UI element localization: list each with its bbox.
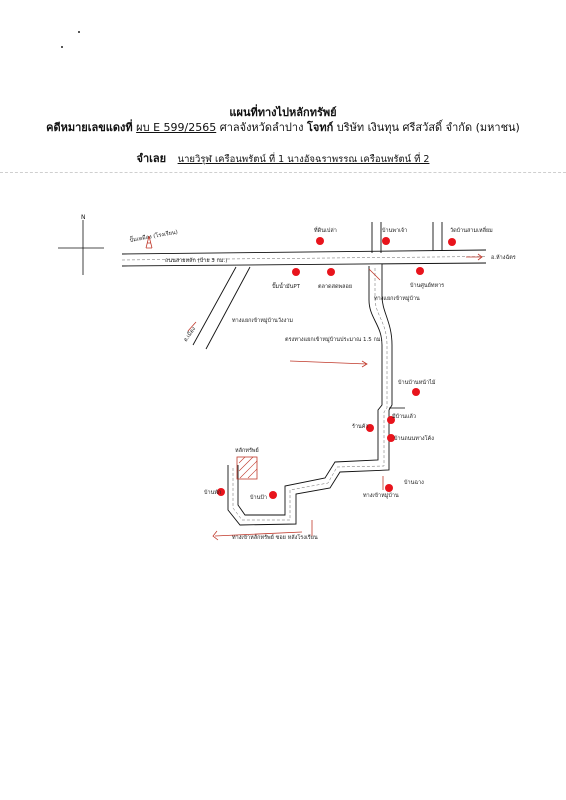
- landmark-label: บ้านฉาง: [404, 479, 424, 486]
- page-title: แผนที่ทางไปหลักทรัพย์: [229, 106, 337, 119]
- main-road: [121, 249, 487, 267]
- landmark-dot: [385, 484, 393, 492]
- landmark-label: ตลาดสดพลอย: [318, 283, 352, 290]
- landmark-dot: [387, 434, 395, 442]
- landmark-dot: [366, 424, 374, 432]
- landmark-dot: [217, 488, 225, 496]
- side-roads-top: [371, 222, 443, 253]
- scan-speck: [78, 31, 80, 33]
- junction-arrow: [368, 268, 381, 281]
- case-label: คดีหมายเลขแดงที่: [46, 121, 133, 134]
- landmark-dot: [448, 238, 456, 246]
- landmark-dot: [292, 268, 300, 276]
- landmark-dot: [412, 388, 420, 396]
- tower-icon: [145, 235, 153, 249]
- bottom-note: ทางเข้าหลักทรัพย์ ซอย หลังโรงเรียน: [232, 533, 318, 541]
- target-plot: [236, 456, 258, 480]
- landmark-label: ปั๊มน้ำมันPT: [272, 282, 301, 290]
- landmark-dot: [416, 267, 424, 275]
- defendant-line: จำเลย นายวิรุฬ เครือนพรัตน์ ที่ 1 นางอัจ…: [0, 152, 566, 167]
- target-hatch: [238, 456, 258, 479]
- landmark-label: บ้านพาเจ้า: [382, 227, 407, 234]
- landmark-label: ที่ดินเปล่า: [314, 226, 337, 234]
- landmark-dot: [387, 416, 395, 424]
- case-line: คดีหมายเลขแดงที่ ผบ E 599/2565 ศาลจังหวั…: [0, 121, 566, 135]
- to-east-label: อ.ห้างฉัตร: [491, 254, 516, 261]
- landmark-dot: [269, 491, 277, 499]
- landmark-label: บ้านศูนย์ทหาร: [410, 282, 444, 289]
- court-name: ศาลจังหวัดลำปาง: [219, 121, 304, 134]
- landmark-label: ร้านค้า: [352, 423, 369, 430]
- bottom-arrow: [212, 530, 303, 541]
- target-label: หลักทรัพย์: [235, 447, 259, 454]
- junction-note: ทางแยกเข้าหมู่บ้าน: [374, 295, 420, 302]
- defendant-label: จำเลย: [136, 152, 167, 165]
- defendant-names: นายวิรุฬ เครือนพรัตน์ ที่ 1 นางอัจฉราพรร…: [177, 154, 430, 165]
- left-road-note: ทางแยกเข้าหมู่บ้านวังงาม: [232, 317, 293, 324]
- turn-note-1: ตรงทางแยกเข้าหมู่บ้านประมาณ 1.5 กม.: [285, 336, 382, 343]
- landmark-label: บ้านพัก: [204, 489, 221, 496]
- landmark-label: บ้านบ้านหน้าไม้: [398, 379, 436, 386]
- landmark-dot: [382, 237, 390, 245]
- landmark-label: บ้านป้า: [250, 494, 267, 501]
- landmark-dot: [316, 237, 324, 245]
- landmark-label: วัดบ้านสามเหลี่ยม: [450, 226, 493, 234]
- turn-arrow: [289, 360, 368, 368]
- plaintiff-name: บริษัท เงินทุน ศรีสวัสดิ์ จำกัด (มหาชน): [336, 121, 520, 134]
- to-sw-arrow: [187, 321, 197, 332]
- landmark-label: บ้านถนนทางโค้ง: [394, 434, 434, 442]
- village-road-centerline: [232, 268, 388, 521]
- landmark-label: มีบ้านแล้ว: [392, 413, 416, 420]
- main-road-centerline: [121, 256, 487, 261]
- to-east-arrow: [466, 253, 483, 261]
- top-left-label: ปั๊มเหมือง (โรงเรียน): [129, 228, 178, 244]
- north-label: N: [81, 214, 86, 221]
- plaintiff-label: โจทก์: [306, 121, 334, 134]
- header-divider: [0, 172, 566, 173]
- road-label: ถนนสายหลัก (ป้าย 3 กม.): [165, 257, 227, 264]
- landmarks: ที่ดินเปล่า บ้านพาเจ้า วัดบ้านสามเหลี่ยมปั…: [204, 226, 493, 501]
- case-number: ผบ E 599/2565: [136, 121, 217, 134]
- compass: [58, 220, 104, 275]
- village-note: ทางเข้าหมู่บ้าน: [363, 492, 399, 499]
- landmark-dot: [327, 268, 335, 276]
- diagonal-road: [192, 266, 251, 350]
- village-road: [227, 264, 393, 526]
- scan-speck: [61, 46, 63, 48]
